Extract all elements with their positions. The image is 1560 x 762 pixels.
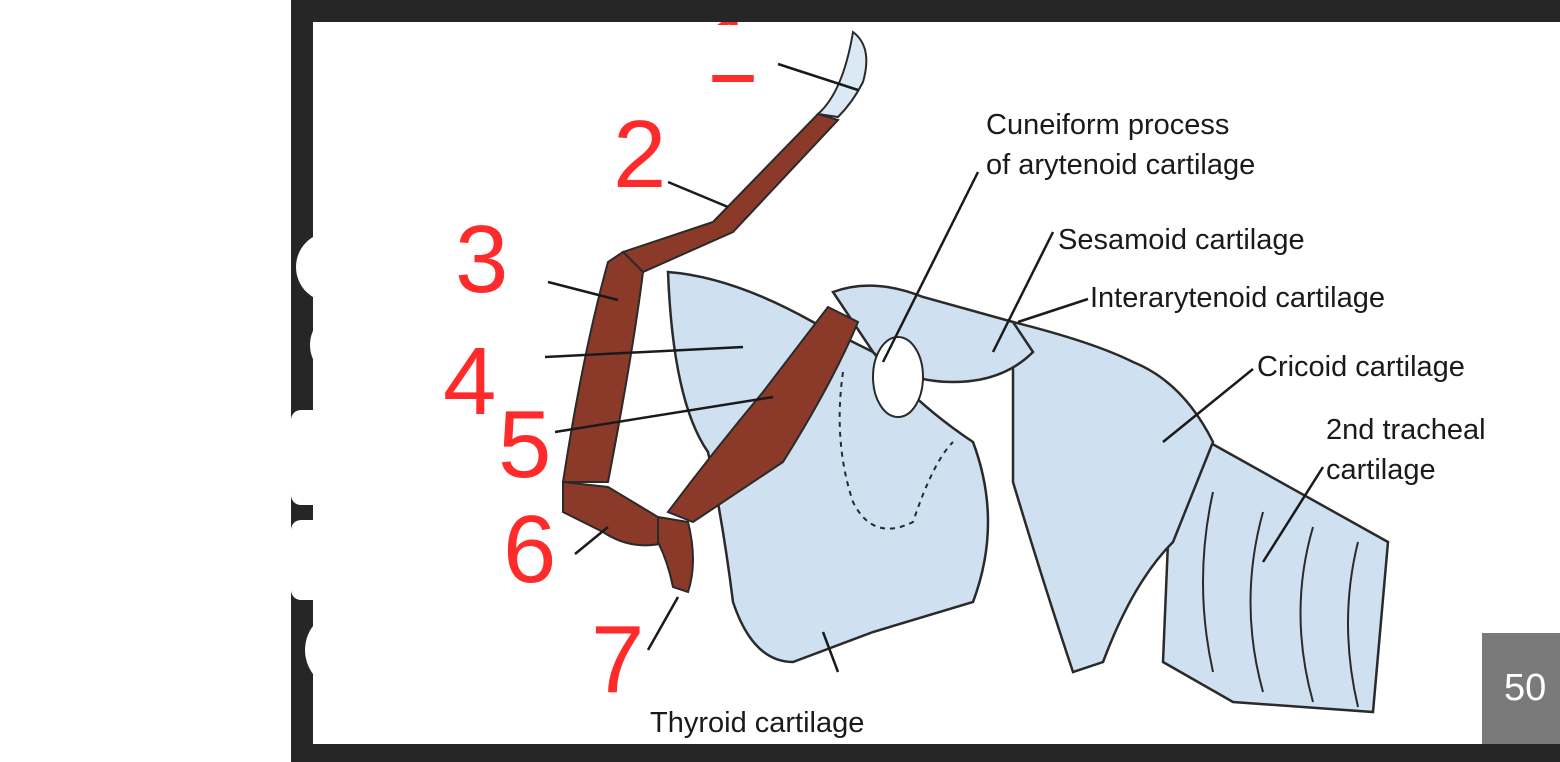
leader-line-sesamoid <box>991 231 1055 353</box>
leader-lines <box>544 62 1325 673</box>
tracheal-ring-4 <box>1347 541 1359 708</box>
handwritten-number-7: 7 <box>591 606 644 713</box>
cover-blob-top <box>318 25 758 75</box>
label-sesamoid: Sesamoid cartilage <box>1058 224 1305 256</box>
cover-blob-2 <box>310 310 440 380</box>
leader-line-cuneiform <box>881 171 980 363</box>
cuneiform-process-shape <box>872 336 924 418</box>
leader-line-interarytenoid <box>1017 297 1089 324</box>
leader-line-cricoid <box>1162 368 1254 443</box>
brown-cartilage-right <box>666 305 860 524</box>
handwritten-number-6: 6 <box>503 496 556 603</box>
label-cuneiform-line1: Cuneiform process <box>986 109 1229 141</box>
handwritten-number-5: 5 <box>498 391 551 498</box>
leader-line-2 <box>667 180 729 209</box>
leader-line-1 <box>777 62 859 92</box>
cover-blob-5 <box>305 610 435 690</box>
leader-line-7 <box>646 596 680 651</box>
brown-cartilage-hook <box>657 515 694 594</box>
label-cricoid: Cricoid cartilage <box>1257 351 1465 383</box>
brown-cartilage-left <box>561 250 645 483</box>
tracheal-ring-1 <box>1202 491 1214 673</box>
page-number-badge: 50 <box>1482 633 1560 744</box>
thyroid-cartilage-shape <box>666 270 990 664</box>
label-tracheal-line1: 2nd tracheal <box>1326 414 1486 446</box>
leader-line-5 <box>554 395 774 434</box>
cover-blob-1 <box>296 232 446 302</box>
leader-line-thyroid <box>821 631 840 673</box>
leader-line-tracheal <box>1261 466 1325 563</box>
label-thyroid: Thyroid cartilage <box>650 707 864 739</box>
cover-blob-3 <box>291 410 431 505</box>
leader-line-6 <box>574 526 609 555</box>
brown-cartilage-lower <box>562 480 670 547</box>
trachea-shape <box>1161 419 1390 714</box>
leader-line-3 <box>547 280 619 302</box>
cricoid-cartilage-shape <box>1011 320 1215 674</box>
handwritten-number-2: 2 <box>613 101 666 208</box>
label-cuneiform-line2: of arytenoid cartilage <box>986 149 1255 181</box>
label-tracheal-line2: cartilage <box>1326 454 1436 486</box>
slide: Cuneiform process of arytenoid cartilage… <box>313 22 1560 744</box>
tracheal-ring-3 <box>1299 526 1314 703</box>
thyroid-inner-dash <box>838 371 954 530</box>
larynx-diagram: Cuneiform process of arytenoid cartilage… <box>443 22 1486 739</box>
label-interarytenoid: Interarytenoid cartilage <box>1090 282 1385 314</box>
leader-line-4 <box>544 345 744 359</box>
tracheal-ring-2 <box>1249 511 1264 693</box>
epiglottis-shape <box>815 30 868 119</box>
cover-blob-4 <box>291 520 411 600</box>
handwritten-number-3: 3 <box>455 206 508 313</box>
handwritten-number-4: 4 <box>443 328 496 435</box>
